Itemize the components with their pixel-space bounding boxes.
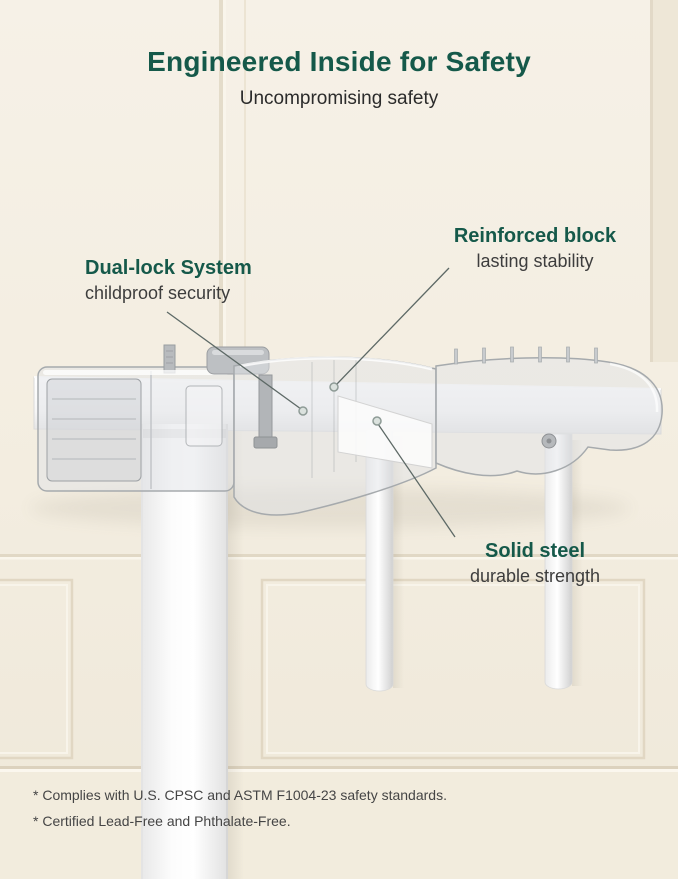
baseboard-wall [0, 772, 678, 879]
post-edge-left [141, 424, 143, 879]
gate-tube-right [544, 433, 573, 690]
compliance-footnotes: * Complies with U.S. CPSC and ASTM F1004… [33, 782, 593, 834]
shell-pins [454, 346, 598, 365]
steel-strut [337, 395, 433, 469]
page-title: Engineered Inside for Safety [147, 46, 531, 77]
callout-lines [166, 267, 456, 538]
wall-trim-line [244, 0, 246, 352]
callout-dual-lock-system: Dual-lock System childproof security [85, 255, 252, 306]
chair-rail-highlight [0, 557, 678, 560]
wall-edge-right [653, 0, 678, 362]
lock-screw-long [258, 374, 273, 440]
wall-corner-shadow-right [650, 0, 653, 362]
callout-title: Dual-lock System [85, 257, 252, 279]
wainscot-panels [0, 578, 646, 760]
callout-title: Reinforced block [453, 225, 617, 247]
leader-line-reinforced-block [335, 267, 450, 386]
callout-dots [298, 382, 382, 426]
callout-title: Solid steel [484, 540, 586, 562]
callout-subtitle: childproof security [85, 283, 231, 303]
lock-shell-right [435, 346, 663, 477]
baseboard-groove [0, 766, 678, 769]
page-subtitle: Uncompromising safety [239, 88, 439, 109]
leader-dot-dual-lock [298, 406, 308, 416]
gate-post-wide [142, 424, 228, 879]
footnote-standards: * Complies with U.S. CPSC and ASTM F1004… [33, 787, 447, 803]
callout-reinforced-block: Reinforced block lasting stability [405, 223, 665, 274]
gate-tube-left [365, 429, 394, 692]
leader-line-solid-steel [377, 423, 456, 538]
wall-corner-shadow-left [219, 0, 223, 356]
leader-dot-solid-steel [372, 416, 382, 426]
chair-rail-groove [0, 554, 678, 557]
leader-line-dual-lock [166, 311, 302, 410]
callout-subtitle: lasting stability [476, 251, 594, 271]
wall-corner-highlight-left [223, 0, 226, 356]
post-edge-right [226, 424, 228, 879]
baseboard-highlight [0, 769, 678, 772]
lock-bolt [163, 344, 176, 374]
callout-solid-steel: Solid steel durable strength [405, 538, 665, 589]
lock-housing-left [37, 344, 235, 492]
callout-subtitle: durable strength [469, 566, 601, 586]
footnote-materials: * Certified Lead-Free and Phthalate-Free… [33, 813, 291, 829]
leader-dot-reinforced-block [329, 382, 339, 392]
